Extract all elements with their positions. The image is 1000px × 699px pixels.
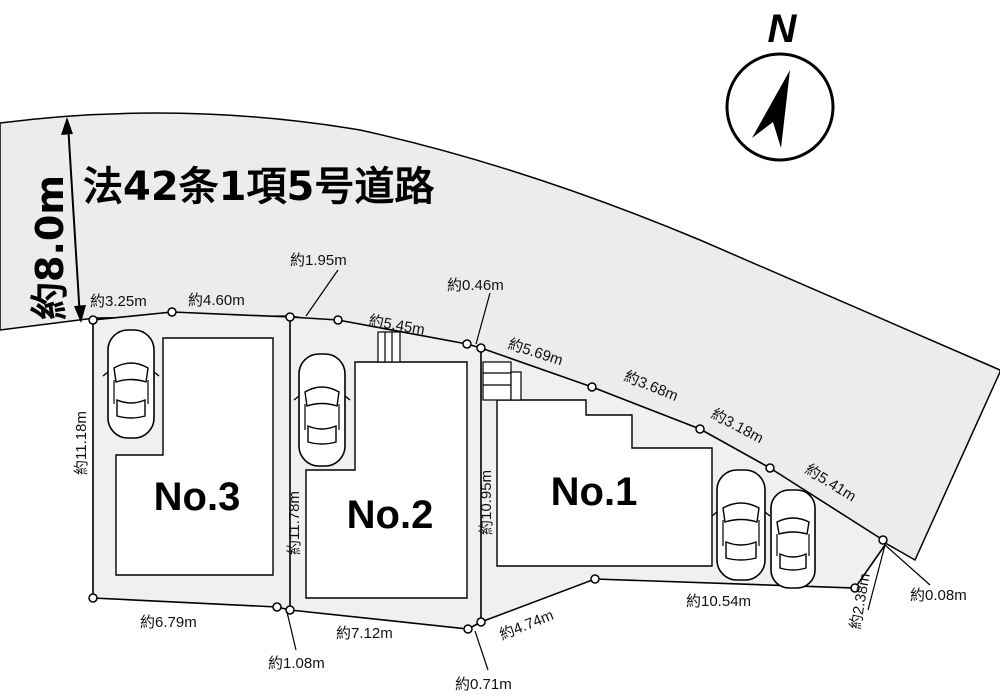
steps-no1: [482, 361, 522, 401]
lot-label-no3: No.3: [154, 475, 241, 519]
dim-bottom-d: 約0.71m: [455, 676, 512, 693]
car-no1-b: [770, 489, 816, 589]
leader-lines: [286, 269, 931, 671]
compass: N: [725, 7, 835, 162]
dim-top-e: 約0.46m: [447, 277, 504, 294]
steps-no2: [377, 331, 401, 363]
compass-needle-icon: [752, 70, 790, 148]
building-no3: [115, 337, 274, 576]
dim-bottom-a: 約6.79m: [140, 614, 197, 631]
compass-label: N: [768, 7, 798, 51]
car-no3: [102, 329, 160, 439]
dim-right-b: 約0.08m: [910, 587, 967, 604]
dim-top-a: 約3.25m: [90, 293, 147, 310]
dim-mid-side-2: 約11.78m: [286, 491, 303, 555]
road-width: 約8.0m: [28, 175, 72, 320]
dim-left-side: 約11.18m: [73, 411, 90, 475]
car-no2: [293, 353, 351, 467]
building-no1: [496, 399, 713, 567]
building-no2: [305, 361, 468, 599]
dim-bottom-f: 約10.54m: [686, 593, 751, 610]
dim-bottom-b: 約1.08m: [268, 655, 325, 672]
road-width-arrow: [61, 117, 86, 323]
boundary-markers: [88, 307, 888, 634]
dim-top-c: 約1.95m: [290, 252, 347, 269]
dim-top-b: 約4.60m: [188, 292, 245, 309]
road-area: [0, 112, 1000, 562]
car-no1-a: [711, 469, 771, 581]
dim-bottom-c: 約7.12m: [336, 625, 393, 642]
lot-label-no1: No.1: [551, 470, 638, 514]
road-name: 法42条1項5号道路: [83, 164, 435, 210]
lot-label-no2: No.2: [347, 493, 434, 537]
dim-mid-side-1: 約10.95m: [478, 470, 495, 535]
